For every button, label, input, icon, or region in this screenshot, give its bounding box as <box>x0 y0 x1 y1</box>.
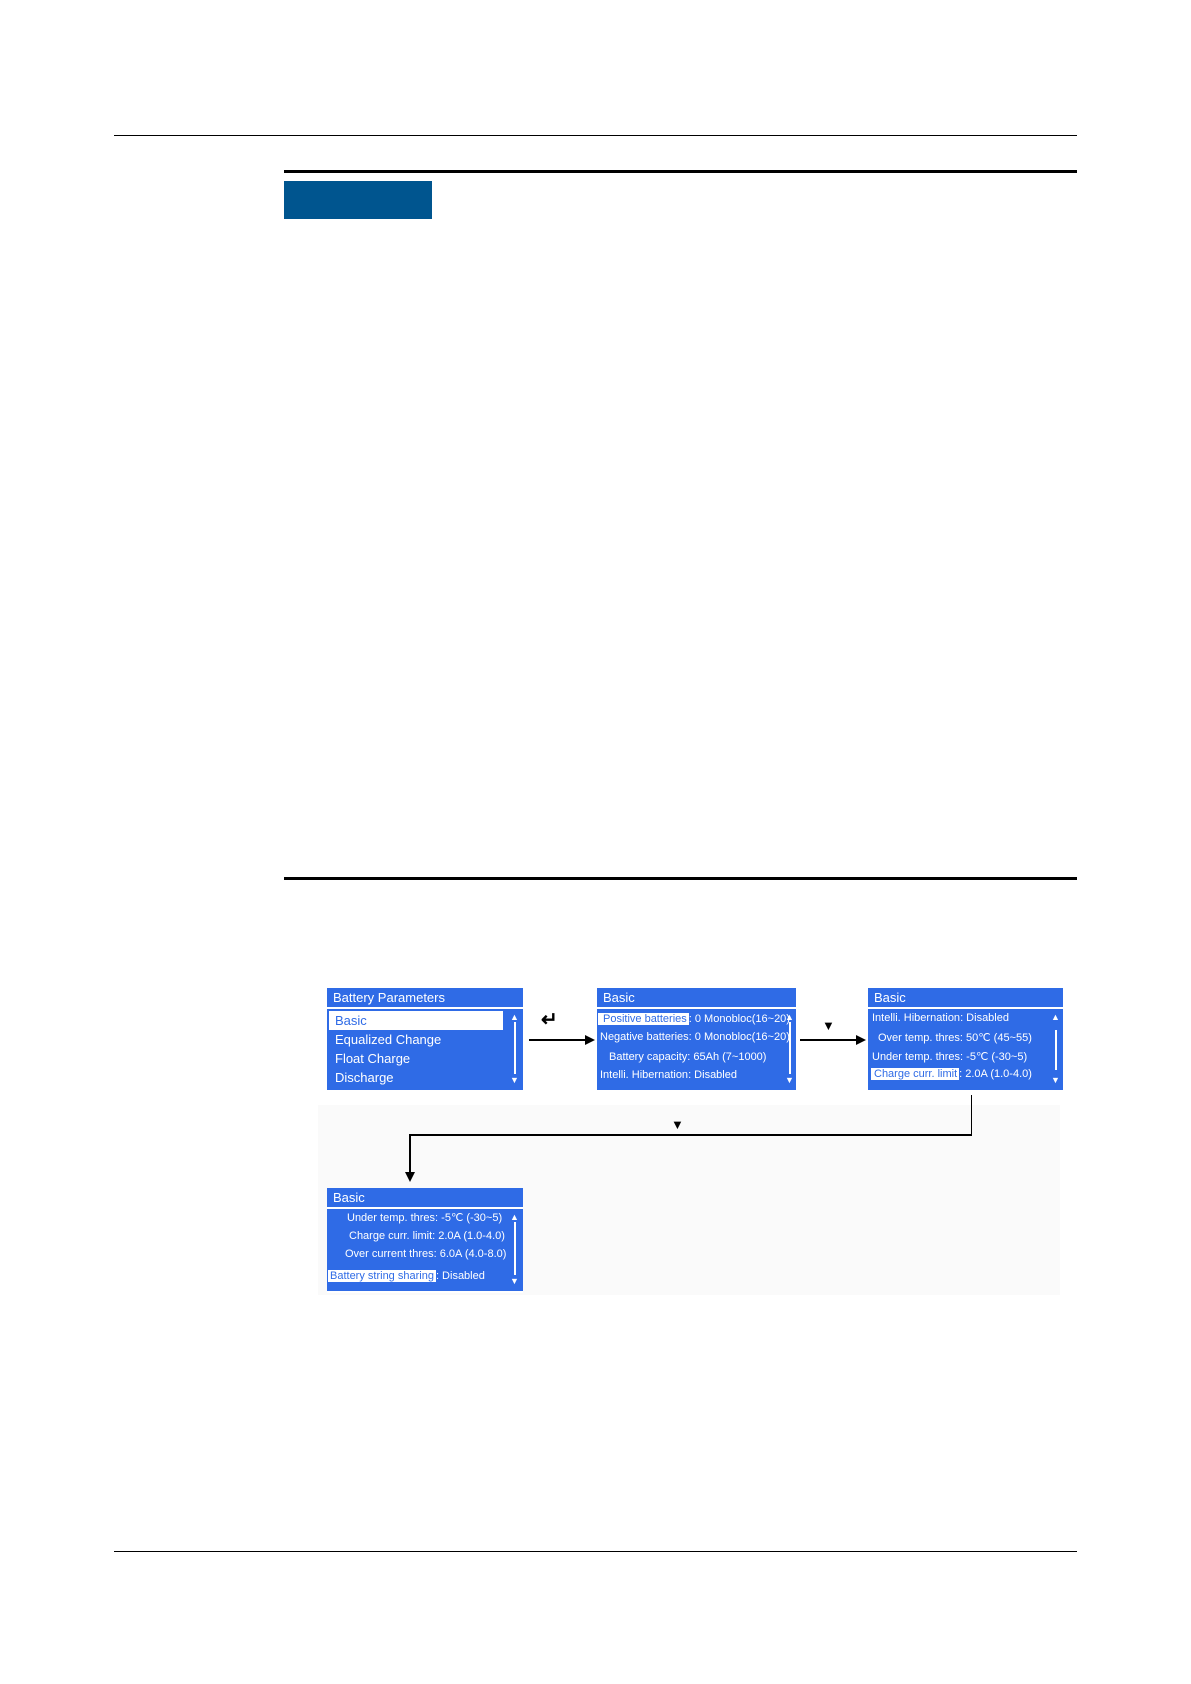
row-label-selected: Battery string sharing <box>328 1270 436 1282</box>
panel-title: Battery Parameters <box>333 990 445 1005</box>
scrollbar[interactable] <box>1055 1030 1057 1070</box>
basic-panel-3: Basic Under temp. thres: -5℃ (-30~5) Cha… <box>327 1188 523 1293</box>
panel-bottom-border <box>868 1090 1063 1092</box>
menu-item-label: Float Charge <box>335 1051 411 1066</box>
row-value: : -5℃ (-30~5) <box>435 1212 503 1224</box>
row-value: : Disabled <box>960 1012 1009 1024</box>
scrollbar[interactable] <box>514 1222 516 1275</box>
scroll-down-icon[interactable]: ▼ <box>510 1075 519 1085</box>
row-value: : -5℃ (-30~5) <box>960 1051 1028 1063</box>
enter-key-icon: ↵ <box>541 1009 558 1031</box>
row-value: : Disabled <box>688 1069 737 1081</box>
scroll-down-icon[interactable]: ▼ <box>1051 1075 1060 1085</box>
down-key-icon: ▼ <box>822 1018 835 1033</box>
arrow-line-3-4-vertical <box>409 1134 411 1172</box>
section-top-rule <box>284 170 1077 173</box>
row-value: : 2.0A (1.0-4.0) <box>432 1230 505 1242</box>
menu-item-discharge[interactable]: Discharge <box>335 1070 394 1085</box>
row-label: Intelli. Hibernation <box>600 1069 689 1081</box>
row-positive-batteries[interactable]: Positive batteries: 0 Monobloc(16~20) <box>598 1013 790 1025</box>
menu-item-float-charge[interactable]: Float Charge <box>335 1051 410 1066</box>
row-label: Over current thres <box>345 1248 434 1260</box>
title-separator <box>327 1207 523 1209</box>
row-value: : 65Ah (7~1000) <box>687 1051 767 1063</box>
row-value: : 50℃ (45~55) <box>959 1032 1032 1044</box>
arrowhead-3-4 <box>405 1172 415 1182</box>
scrollbar[interactable] <box>514 1022 516 1074</box>
title-separator <box>868 1007 1063 1009</box>
note-label-block <box>284 181 432 219</box>
row-label: Charge curr. limit <box>349 1230 433 1242</box>
row-battery-string-sharing[interactable]: Battery string sharing: Disabled <box>328 1270 485 1282</box>
row-label: Intelli. Hibernation <box>872 1012 961 1024</box>
row-over-temp-thres[interactable]: Over temp. thres: 50℃ (45~55) <box>878 1031 1032 1044</box>
scroll-down-icon[interactable]: ▼ <box>785 1075 794 1085</box>
menu-item-equalized-change[interactable]: Equalized Change <box>335 1032 441 1047</box>
row-value: : 0 Monobloc(16~20) <box>688 1031 790 1043</box>
menu-item-label: Discharge <box>335 1070 394 1085</box>
row-negative-batteries[interactable]: Negative batteries: 0 Monobloc(16~20) <box>600 1031 790 1043</box>
arrow-line-1-2 <box>529 1039 585 1041</box>
row-battery-capacity[interactable]: Battery capacity: 65Ah (7~1000) <box>609 1051 766 1063</box>
panel-bottom-border <box>597 1090 796 1092</box>
row-label-selected: Positive batteries <box>598 1013 689 1025</box>
menu-item-basic[interactable]: Basic <box>329 1011 503 1030</box>
footer-rule <box>114 1551 1077 1552</box>
arrow-line-2-3 <box>800 1039 856 1041</box>
panel-title: Basic <box>874 990 906 1005</box>
scroll-up-icon[interactable]: ▲ <box>785 1012 794 1022</box>
row-under-temp-thres[interactable]: Under temp. thres: -5℃ (-30~5) <box>872 1050 1027 1063</box>
basic-panel-1: Basic Positive batteries: 0 Monobloc(16~… <box>597 988 796 1092</box>
scroll-up-icon[interactable]: ▲ <box>510 1212 519 1222</box>
row-charge-curr-limit[interactable]: Charge curr. limit: 2.0A (1.0-4.0) <box>871 1068 1032 1080</box>
row-label: Negative batteries <box>600 1031 689 1043</box>
scroll-down-icon[interactable]: ▼ <box>510 1276 519 1286</box>
battery-parameters-panel: Battery Parameters Basic Equalized Chang… <box>327 988 523 1092</box>
title-separator <box>327 1007 523 1009</box>
menu-item-label: Equalized Change <box>335 1032 442 1047</box>
row-over-current-thres[interactable]: Over current thres: 6.0A (4.0-8.0) <box>345 1248 506 1260</box>
section-bottom-rule <box>284 877 1077 880</box>
row-intelli-hibernation[interactable]: Intelli. Hibernation: Disabled <box>872 1012 1009 1024</box>
row-label: Under temp. thres <box>872 1051 961 1063</box>
row-label: Battery capacity <box>609 1051 688 1063</box>
scrollbar[interactable] <box>789 1022 791 1074</box>
panel-bottom-border <box>327 1291 523 1293</box>
header-rule <box>114 135 1077 136</box>
arrowhead-2-3 <box>856 1035 866 1045</box>
row-label: Over temp. thres <box>878 1032 960 1044</box>
menu-item-label: Basic <box>335 1013 367 1028</box>
panel-title: Basic <box>333 1190 365 1205</box>
row-value: : 2.0A (1.0-4.0) <box>959 1068 1032 1080</box>
row-value: : 6.0A (4.0-8.0) <box>433 1248 507 1260</box>
row-under-temp-thres[interactable]: Under temp. thres: -5℃ (-30~5) <box>347 1211 502 1224</box>
down-key-icon: ▼ <box>671 1117 684 1132</box>
arrow-line-3-4-horizontal <box>409 1134 972 1136</box>
arrow-line-3-down <box>971 1095 972 1135</box>
basic-panel-2: Basic Intelli. Hibernation: Disabled Ove… <box>868 988 1063 1092</box>
row-label-selected: Charge curr. limit <box>871 1068 960 1080</box>
arrowhead-1-2 <box>585 1035 595 1045</box>
row-label: Under temp. thres <box>347 1212 436 1224</box>
panel-title: Basic <box>603 990 635 1005</box>
row-intelli-hibernation[interactable]: Intelli. Hibernation: Disabled <box>600 1069 737 1081</box>
row-charge-curr-limit[interactable]: Charge curr. limit: 2.0A (1.0-4.0) <box>349 1230 505 1242</box>
scroll-up-icon[interactable]: ▲ <box>510 1012 519 1022</box>
row-value: : 0 Monobloc(16~20) <box>688 1013 790 1025</box>
panel-bottom-border <box>327 1090 523 1092</box>
row-value: : Disabled <box>435 1270 485 1282</box>
scroll-up-icon[interactable]: ▲ <box>1051 1012 1060 1022</box>
title-separator <box>597 1007 796 1009</box>
